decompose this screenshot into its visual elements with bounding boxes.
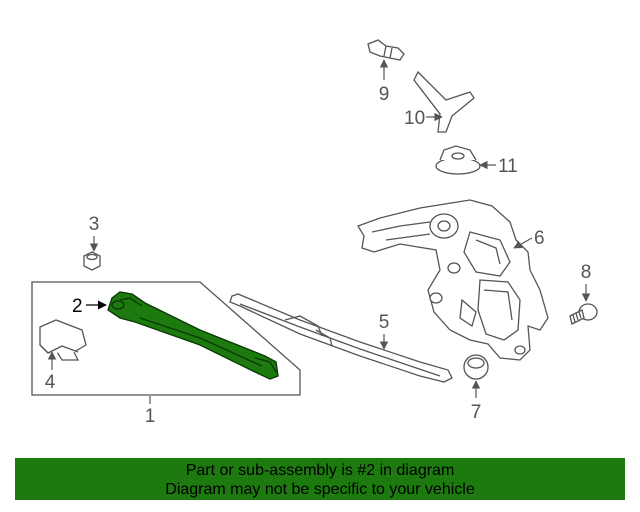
part-11-cap <box>435 145 481 175</box>
part-9-nozzle <box>367 39 405 61</box>
callout-5: 5 <box>379 312 390 350</box>
info-banner: Part or sub-assembly is #2 in diagram Di… <box>15 458 625 500</box>
part-4-arm-cover <box>39 319 87 361</box>
callout-6: 6 <box>513 228 545 249</box>
part-7-grommet <box>463 354 489 380</box>
assembly-box <box>31 281 301 396</box>
part-3-nut <box>83 251 101 271</box>
part-8-bolt <box>569 303 598 325</box>
part-2-wiper-arm <box>107 291 279 380</box>
svg-text:1: 1 <box>145 406 156 427</box>
callout-3: 3 <box>89 214 100 252</box>
svg-text:5: 5 <box>379 312 390 333</box>
callout-10: 10 <box>404 108 443 129</box>
callout-8: 8 <box>581 262 592 302</box>
banner-line-disclaimer: Diagram may not be specific to your vehi… <box>165 481 475 498</box>
svg-text:3: 3 <box>89 214 100 235</box>
svg-text:7: 7 <box>471 402 482 423</box>
callout-9: 9 <box>379 59 390 105</box>
callout-7: 7 <box>471 380 482 423</box>
svg-text:4: 4 <box>45 372 56 393</box>
callout-1: 1 <box>145 396 156 427</box>
callout-11: 11 <box>479 156 518 177</box>
svg-text:6: 6 <box>534 228 545 249</box>
parts-diagram: 1 2 3 4 5 6 7 8 9 10 11 <box>31 39 598 427</box>
svg-text:2: 2 <box>72 296 83 317</box>
svg-text:8: 8 <box>581 262 592 283</box>
banner-line-part: Part or sub-assembly is #2 in diagram <box>185 462 455 479</box>
part-6-wiper-motor <box>357 199 549 361</box>
svg-text:9: 9 <box>379 84 390 105</box>
callout-2: 2 <box>72 296 107 317</box>
svg-text:10: 10 <box>404 108 425 129</box>
svg-text:11: 11 <box>498 156 518 177</box>
part-10-hose <box>413 70 475 133</box>
part-5-wiper-blade <box>229 293 453 383</box>
callout-4: 4 <box>45 351 57 393</box>
